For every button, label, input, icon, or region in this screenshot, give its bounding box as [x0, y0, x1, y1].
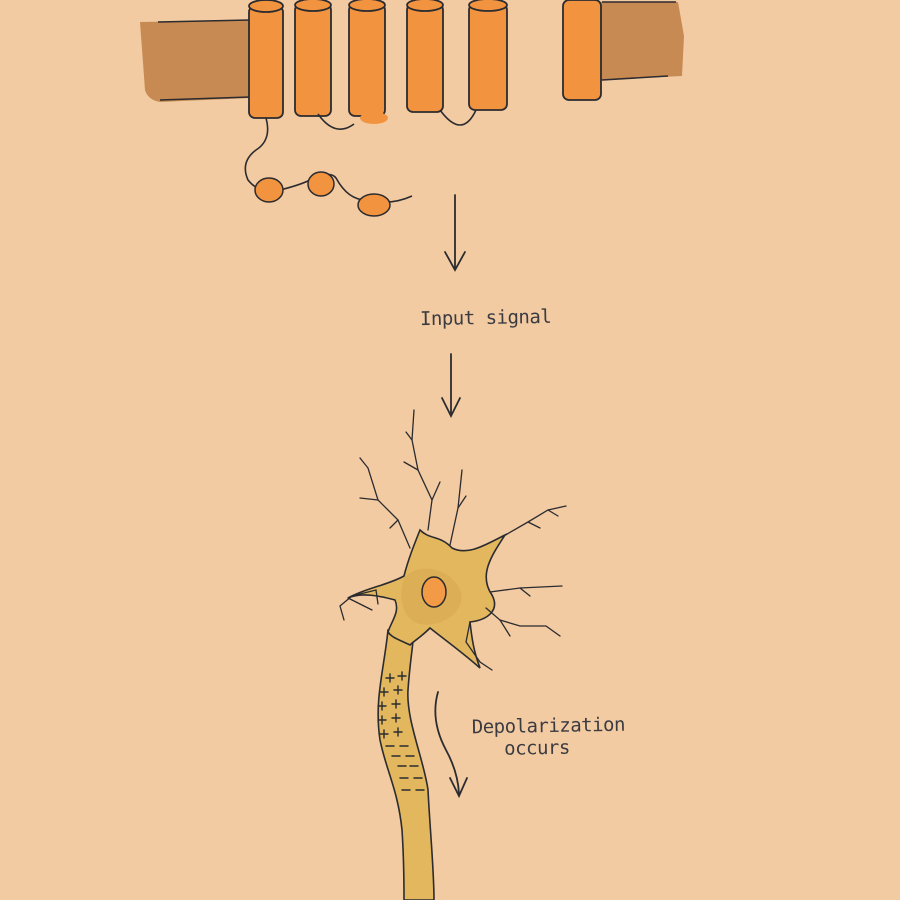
helix-1 — [248, 0, 284, 119]
depolarization-label: Depolarization occurs — [471, 713, 626, 761]
depolarization-label-line1: Depolarization — [471, 713, 626, 739]
down-arrow-icon — [444, 194, 466, 272]
negative-charges — [385, 745, 425, 791]
tail-bead-2 — [307, 171, 335, 197]
helix-5 — [468, 0, 508, 111]
transmembrane-helices — [248, 0, 602, 124]
protein-tail — [244, 117, 413, 217]
dendrites — [339, 409, 567, 671]
down-arrow-icon — [441, 353, 461, 419]
tail-bead-3 — [357, 193, 391, 217]
helix-4 — [406, 0, 444, 113]
cell-membrane — [140, 1, 684, 102]
curved-down-arrow-icon — [434, 691, 468, 799]
neuron — [339, 409, 567, 900]
nucleus — [421, 576, 447, 608]
input-signal-label: Input signal — [419, 305, 552, 331]
membrane-charges — [377, 671, 425, 791]
helix-3 — [348, 0, 386, 117]
depolarization-label-line2: occurs — [503, 736, 571, 760]
tail-bead-1 — [254, 177, 284, 203]
helix-6 — [562, 0, 602, 101]
connecting-loops — [317, 109, 477, 130]
axon — [377, 627, 435, 900]
positive-charges — [377, 671, 407, 739]
helix-2 — [294, 0, 332, 117]
